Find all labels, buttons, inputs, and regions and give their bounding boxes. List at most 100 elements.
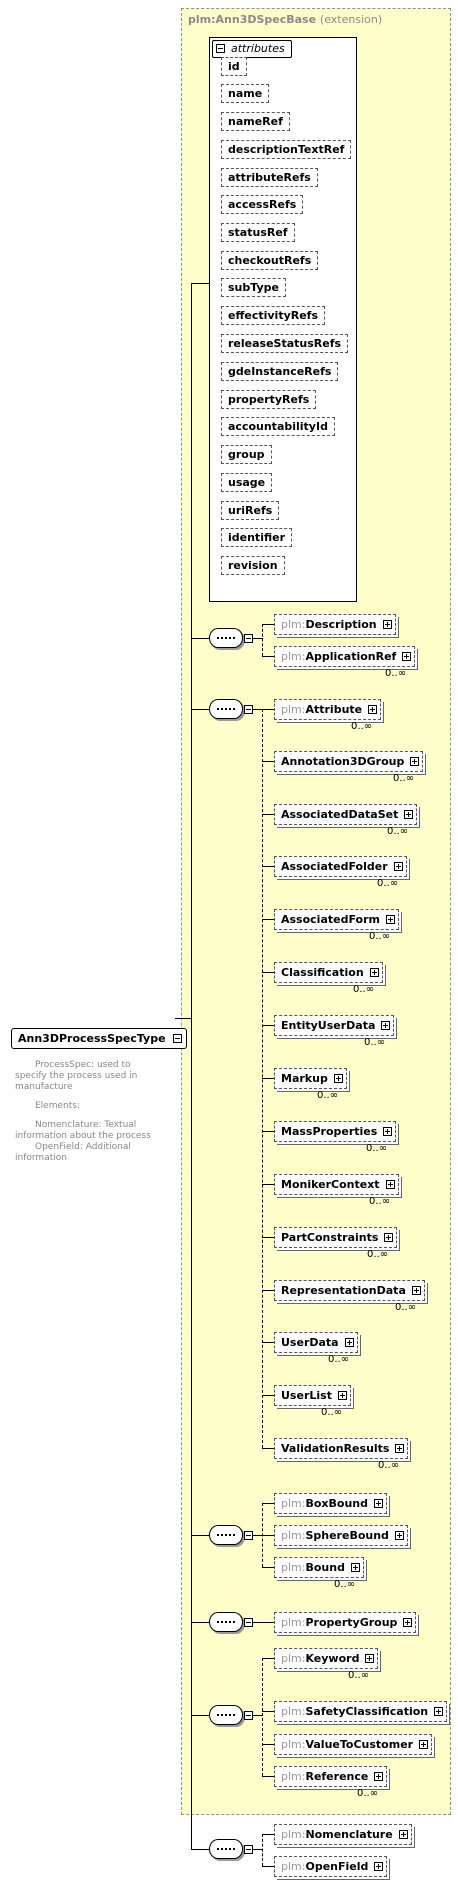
element-Bound[interactable]: plm:Bound [274, 1557, 364, 1578]
expand-icon[interactable] [384, 1233, 394, 1242]
attribute-identifier[interactable]: identifier [221, 528, 293, 547]
attribute-uriRefs[interactable]: uriRefs [221, 501, 280, 520]
expand-icon[interactable] [383, 1127, 393, 1136]
element-UserList[interactable]: UserList [274, 1385, 351, 1406]
expand-icon[interactable] [369, 968, 379, 977]
attribute-releaseStatusRefs[interactable]: releaseStatusRefs [221, 334, 349, 353]
attribute-statusRef[interactable]: statusRef [221, 223, 295, 242]
element-MassProperties[interactable]: MassProperties [274, 1121, 397, 1142]
expand-icon[interactable] [411, 1286, 421, 1295]
element-AssociatedFolder[interactable]: AssociatedFolder [274, 856, 407, 877]
element-prefix: plm: [281, 650, 306, 663]
element-name: BoxBound [305, 1497, 368, 1510]
expand-icon[interactable] [373, 1499, 383, 1508]
element-Description[interactable]: plm:Description [274, 614, 396, 635]
element-Annotation3DGroup[interactable]: Annotation3DGroup [274, 751, 424, 772]
collapse-icon[interactable] [244, 634, 253, 643]
attribute-checkoutRefs[interactable]: checkoutRefs [221, 251, 319, 270]
seq1-sequence-icon[interactable] [209, 628, 243, 648]
attribute-attributeRefs[interactable]: attributeRefs [221, 168, 318, 187]
element-SphereBound[interactable]: plm:SphereBound [274, 1525, 408, 1546]
element-Keyword[interactable]: plm:Keyword [274, 1648, 379, 1669]
seq5-sequence-icon[interactable] [209, 1705, 243, 1725]
element-RepresentationData[interactable]: RepresentationData [274, 1280, 425, 1301]
element-Classification[interactable]: Classification [274, 962, 383, 983]
element-prefix: plm: [281, 1497, 306, 1510]
expand-icon[interactable] [404, 810, 414, 819]
element-ApplicationRef[interactable]: plm:ApplicationRef [274, 646, 416, 667]
expand-icon[interactable] [385, 1180, 395, 1189]
connector-line [262, 1567, 274, 1568]
seq6-sequence-icon[interactable] [209, 1839, 243, 1859]
expand-icon[interactable] [344, 1338, 354, 1347]
element-PropertyGroup[interactable]: plm:PropertyGroup [274, 1612, 417, 1633]
element-Reference[interactable]: plm:Reference [274, 1766, 388, 1787]
expand-icon[interactable] [434, 1707, 444, 1716]
expand-icon[interactable] [333, 1074, 343, 1083]
seq4-sequence-icon[interactable] [209, 1612, 243, 1632]
connector-line [262, 1342, 274, 1343]
element-ValidationResults[interactable]: ValidationResults [274, 1438, 409, 1459]
attribute-accessRefs[interactable]: accessRefs [221, 195, 304, 214]
root-element[interactable]: Ann3DProcessSpecType [11, 1028, 187, 1049]
occurrence-label: 0..∞ [385, 668, 407, 679]
element-Markup[interactable]: Markup [274, 1068, 347, 1089]
expand-icon[interactable] [350, 1563, 360, 1572]
collapse-icon[interactable] [244, 705, 253, 714]
element-SafetyClassification[interactable]: plm:SafetyClassification [274, 1701, 448, 1722]
element-UserData[interactable]: UserData [274, 1332, 358, 1353]
element-AssociatedDataSet[interactable]: AssociatedDataSet [274, 804, 418, 825]
expand-icon[interactable] [382, 620, 392, 629]
occurrence-label: 0..∞ [395, 1302, 417, 1313]
attribute-group[interactable]: group [221, 445, 272, 464]
element-AssociatedForm[interactable]: AssociatedForm [274, 909, 399, 930]
attribute-revision[interactable]: revision [221, 556, 285, 575]
expand-icon[interactable] [398, 1830, 408, 1839]
element-MonikerContext[interactable]: MonikerContext [274, 1174, 399, 1195]
element-Attribute[interactable]: plm:Attribute [274, 699, 382, 720]
expand-icon[interactable] [374, 1772, 384, 1781]
element-EntityUserData[interactable]: EntityUserData [274, 1015, 395, 1036]
expand-icon[interactable] [368, 705, 378, 714]
attributes-header[interactable]: attributes [212, 40, 292, 58]
attribute-effectivityRefs[interactable]: effectivityRefs [221, 306, 326, 325]
expand-icon[interactable] [381, 1021, 391, 1030]
element-OpenField[interactable]: plm:OpenField [274, 1856, 388, 1877]
attribute-name[interactable]: name [221, 84, 270, 103]
attribute-subType[interactable]: subType [221, 278, 286, 297]
expand-icon[interactable] [394, 1531, 404, 1540]
expand-icon[interactable] [337, 1391, 347, 1400]
element-name: Annotation3DGroup [281, 755, 405, 768]
attribute-propertyRefs[interactable]: propertyRefs [221, 390, 317, 409]
connector-line [262, 761, 274, 762]
collapse-icon[interactable] [244, 1711, 253, 1720]
collapse-icon[interactable] [216, 44, 225, 53]
seq2-sequence-icon[interactable] [209, 699, 243, 719]
expand-icon[interactable] [374, 1862, 384, 1871]
attribute-usage[interactable]: usage [221, 473, 273, 492]
attribute-gdeInstanceRefs[interactable]: gdeInstanceRefs [221, 362, 339, 381]
collapse-icon[interactable] [244, 1618, 253, 1627]
element-PartConstraints[interactable]: PartConstraints [274, 1227, 398, 1248]
expand-icon[interactable] [365, 1654, 375, 1663]
expand-icon[interactable] [385, 915, 395, 924]
element-name: Description [305, 618, 377, 631]
expand-icon[interactable] [402, 652, 412, 661]
expand-icon[interactable] [403, 1618, 413, 1627]
expand-icon[interactable] [410, 757, 420, 766]
attribute-nameRef[interactable]: nameRef [221, 112, 290, 131]
attribute-descriptionTextRef[interactable]: descriptionTextRef [221, 140, 352, 159]
collapse-icon[interactable] [172, 1034, 182, 1043]
element-Nomenclature[interactable]: plm:Nomenclature [274, 1824, 412, 1845]
expand-icon[interactable] [419, 1740, 429, 1749]
element-prefix: plm: [281, 1770, 306, 1783]
expand-icon[interactable] [395, 1444, 405, 1453]
seq3-sequence-icon[interactable] [209, 1525, 243, 1545]
element-ValueToCustomer[interactable]: plm:ValueToCustomer [274, 1734, 433, 1755]
collapse-icon[interactable] [244, 1845, 253, 1854]
attribute-accountabilityId[interactable]: accountabilityId [221, 417, 335, 436]
element-BoxBound[interactable]: plm:BoxBound [274, 1493, 387, 1514]
attribute-id[interactable]: id [221, 57, 247, 76]
collapse-icon[interactable] [244, 1531, 253, 1540]
expand-icon[interactable] [393, 862, 403, 871]
